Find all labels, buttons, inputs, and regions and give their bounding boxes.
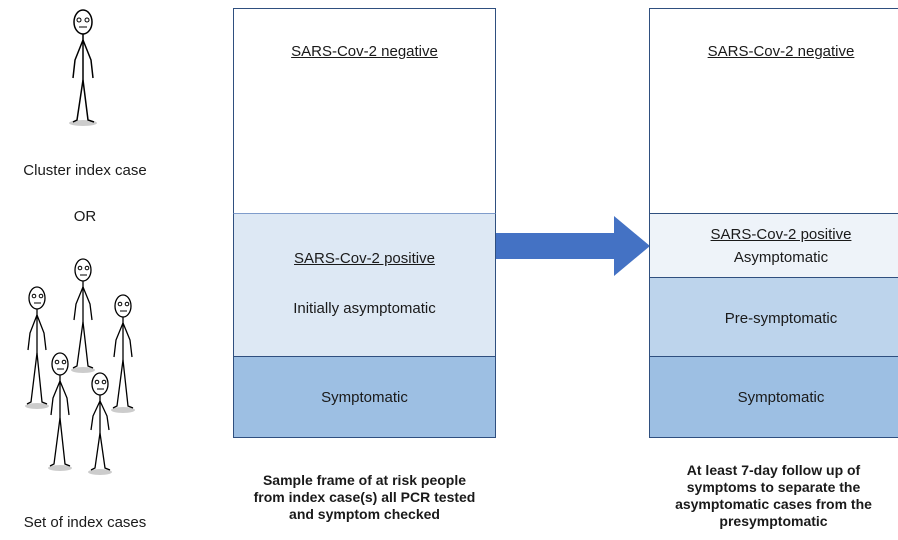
box2-caption-line: asymptomatic cases from the: [675, 496, 872, 512]
box1-caption-line: Sample frame of at risk people: [262, 472, 467, 488]
or-label: OR: [73, 208, 97, 225]
box1-positive-section: SARS-Cov-2 positive Initially asymptomat…: [233, 213, 496, 357]
box2-presymptomatic-section: Pre-symptomatic: [649, 277, 898, 357]
box1-caption: Sample frame of at risk people from inde…: [233, 472, 496, 523]
box2-negative-label: SARS-Cov-2 negative: [707, 43, 855, 60]
box2-caption-line: At least 7-day follow up of: [686, 462, 861, 478]
box1-positive-label: SARS-Cov-2 positive: [294, 250, 435, 267]
box2-presymptomatic-label: Pre-symptomatic: [724, 310, 838, 327]
box1-negative-section: SARS-Cov-2 negative: [233, 8, 496, 214]
cluster-index-label: Cluster index case: [23, 162, 147, 179]
box2-negative-section: SARS-Cov-2 negative: [649, 8, 898, 214]
box2-caption-line: symptoms to separate the: [686, 479, 861, 495]
box2-symptomatic-section: Symptomatic: [649, 356, 898, 438]
box2-symptomatic-label: Symptomatic: [737, 389, 825, 406]
box1-caption-line: from index case(s) all PCR tested: [253, 489, 476, 505]
box1-symptomatic-section: Symptomatic: [233, 356, 496, 438]
set-of-index-cases-label: Set of index cases: [23, 514, 147, 531]
group-index-figures: [15, 258, 145, 478]
box1-positive-sublabel: Initially asymptomatic: [293, 300, 436, 317]
box2-caption-line: presymptomatic: [719, 513, 828, 529]
box2-caption: At least 7-day follow up of symptoms to …: [649, 462, 898, 530]
box1-caption-line: and symptom checked: [289, 506, 440, 522]
box2-positive-label: SARS-Cov-2 positive: [710, 226, 852, 243]
box2-positive-section: SARS-Cov-2 positive Asymptomatic: [649, 213, 898, 278]
box1-symptomatic-label: Symptomatic: [321, 389, 408, 406]
right-arrow-icon: [496, 216, 650, 276]
single-index-figure: [58, 8, 108, 138]
box2-positive-sublabel: Asymptomatic: [733, 249, 829, 266]
box1-negative-label: SARS-Cov-2 negative: [291, 43, 438, 60]
